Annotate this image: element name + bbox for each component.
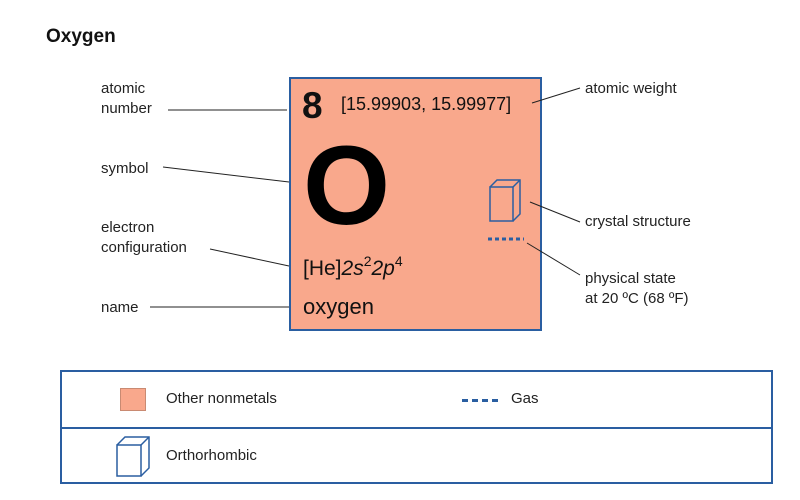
- config-orbital-2: 2p: [371, 257, 395, 280]
- config-orbital-1: 2s: [341, 257, 364, 280]
- electron-configuration-callout-line1: electron: [101, 219, 155, 236]
- electron-configuration-callout-line2: configuration: [101, 239, 187, 256]
- atomic-weight-callout: atomic weight: [585, 80, 677, 97]
- legend-state-label: Gas: [511, 390, 539, 407]
- atomic-number-callout-line2: number: [101, 100, 152, 117]
- legend-divider: [62, 427, 771, 429]
- legend-gas-dash-icon: [462, 399, 498, 402]
- physical-state-callout-line2: at 20 ºC (68 ºF): [585, 290, 689, 307]
- atomic-weight-leader-line: [531, 87, 581, 104]
- atomic-number-callout: atomic number: [101, 79, 152, 119]
- element-name: oxygen: [303, 294, 374, 319]
- symbol-callout: symbol: [101, 160, 149, 177]
- symbol-leader-line: [162, 166, 290, 183]
- legend-crystal-label: Orthorhombic: [166, 447, 257, 464]
- config-superscript-1: 2: [363, 253, 372, 269]
- physical-state-callout: physical state at 20 ºC (68 ºF): [585, 269, 689, 309]
- crystal-structure-callout: crystal structure: [585, 213, 691, 230]
- element-symbol: O: [303, 123, 391, 248]
- config-core: [He]: [303, 257, 342, 280]
- orthorhombic-crystal-icon: [489, 179, 521, 222]
- legend-orthorhombic-icon: [116, 436, 150, 477]
- crystal-structure-leader-line: [529, 201, 581, 223]
- electron-configuration: [He]2s22p4: [303, 254, 403, 281]
- legend: Other nonmetals Gas Orthorhombic: [60, 370, 773, 484]
- atomic-weight: [15.99903, 15.99977]: [341, 94, 512, 114]
- other-nonmetals-swatch: [120, 388, 146, 411]
- legend-category-label: Other nonmetals: [166, 390, 277, 407]
- atomic-number: 8: [302, 85, 323, 126]
- electron-configuration-callout: electron configuration: [101, 218, 187, 258]
- atomic-number-callout-line1: atomic: [101, 80, 146, 97]
- element-card: 8 [15.99903, 15.99977] O [He]2s22p4 oxyg…: [289, 77, 542, 331]
- page-title: Oxygen: [46, 26, 116, 47]
- electron-configuration-leader-line: [209, 248, 290, 267]
- physical-state-leader-line: [526, 242, 581, 276]
- config-superscript-2: 4: [394, 253, 403, 269]
- name-callout: name: [101, 299, 139, 316]
- physical-state-callout-line1: physical state: [585, 270, 676, 287]
